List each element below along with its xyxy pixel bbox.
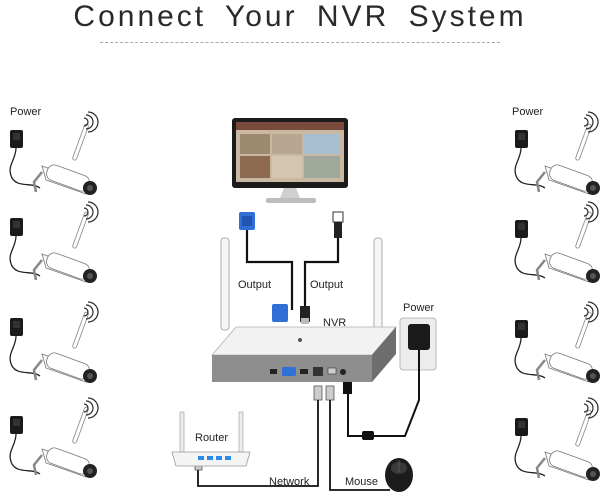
monitor-icon — [232, 118, 348, 203]
wifi-signal-icon — [583, 111, 599, 133]
bullet-camera-icon — [32, 210, 99, 285]
title-divider — [100, 42, 500, 43]
mouse-icon — [385, 458, 413, 492]
page-title: Connect Your NVR System — [73, 0, 527, 33]
power-adapter-icon — [514, 319, 546, 379]
camera-group-left-1 — [9, 111, 99, 197]
router-icon — [171, 411, 251, 467]
camera-group-right-2 — [514, 201, 600, 285]
camera-group-left-4 — [9, 397, 99, 480]
nvr-device — [211, 237, 397, 382]
nvr-power-adapter — [343, 317, 437, 440]
wifi-signal-icon — [583, 397, 599, 419]
wifi-signal-icon — [583, 301, 599, 323]
power-adapter-icon — [9, 415, 41, 475]
mouse-cable — [325, 385, 390, 491]
bullet-camera-icon — [535, 408, 600, 483]
hdmi-cable — [300, 211, 344, 324]
network-label: Network — [269, 476, 310, 488]
bullet-camera-icon — [535, 310, 600, 385]
vga-cable — [239, 212, 294, 322]
camera-group-left-2 — [9, 201, 99, 285]
power-adapter-icon — [514, 417, 546, 477]
bullet-camera-icon — [32, 405, 99, 480]
bullet-camera-icon — [32, 122, 99, 197]
power-label-right: Power — [512, 106, 544, 118]
wifi-signal-icon — [583, 201, 599, 223]
camera-group-right-1 — [514, 111, 600, 197]
output-hdmi-label: Output — [310, 279, 344, 291]
router-label: Router — [195, 432, 229, 444]
bullet-camera-icon — [32, 310, 99, 385]
power-adapter-label: Power — [403, 302, 435, 314]
mouse-label: Mouse — [345, 476, 379, 488]
wifi-signal-icon — [83, 111, 99, 133]
output-vga-label: Output — [238, 279, 272, 291]
camera-group-left-3 — [9, 301, 99, 385]
nvr-label: NVR — [323, 317, 347, 329]
camera-group-right-4 — [514, 397, 600, 483]
power-adapter-icon — [514, 219, 546, 279]
power-label-left: Power — [10, 106, 42, 118]
camera-group-right-3 — [514, 301, 600, 385]
bullet-camera-icon — [535, 122, 600, 197]
bullet-camera-icon — [535, 210, 600, 285]
